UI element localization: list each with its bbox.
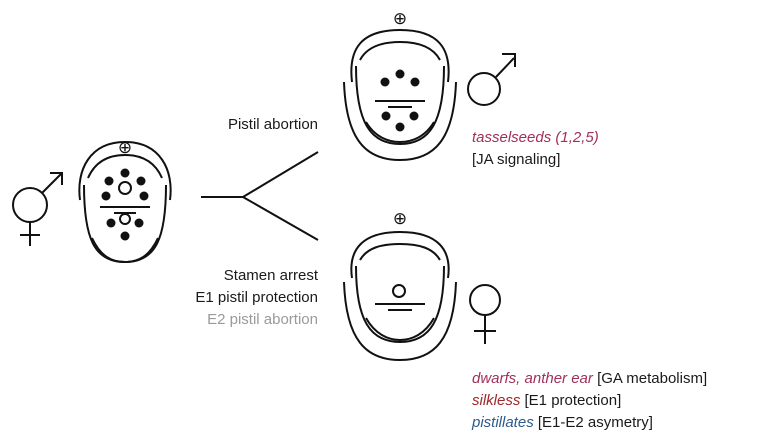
inner-arc-bottom: [92, 238, 158, 262]
stamen-dot: [411, 78, 420, 87]
stamen-dot: [121, 169, 130, 178]
stamen-arrest-label: Stamen arrest: [224, 266, 318, 286]
stamen-dot: [121, 232, 130, 241]
hermaphrodite-icon: [13, 173, 62, 246]
stamen-dot: [102, 192, 111, 201]
axis-symbol: ⊕: [393, 209, 407, 229]
female-flower-diagram: ⊕: [344, 209, 456, 360]
inner-lemma-top: [360, 244, 440, 260]
stamen-dot: [410, 112, 419, 121]
ga-metabolism-label: [GA metabolism]: [593, 370, 707, 387]
pistil-circle-lower: [120, 214, 130, 224]
inner-arc-bottom: [366, 318, 434, 340]
axis-symbol: ⊕: [393, 9, 407, 29]
stamen-dot: [382, 112, 391, 121]
inner-lemma-top: [360, 42, 440, 60]
silkless-gene: silkless: [472, 392, 520, 409]
stamen-dot: [105, 177, 114, 186]
female-icon: [470, 285, 500, 344]
pistil-abortion-label: Pistil abortion: [228, 115, 318, 135]
e1-protection-label: [E1 protection]: [520, 392, 621, 409]
female-gene-row: silkless [E1 protection]: [472, 391, 621, 411]
stamen-dot: [140, 192, 149, 201]
branch-arrow: [201, 152, 318, 240]
dwarfs-anther-ear-gene: dwarfs, anther ear: [472, 370, 593, 387]
e1-e2-asymmetry-label: [E1-E2 asymetry]: [534, 414, 653, 431]
female-gene-row: dwarfs, anther ear [GA metabolism]: [472, 369, 707, 389]
pistil-circle: [393, 285, 405, 297]
pistil-circle: [119, 182, 131, 194]
outer-lemma-top: [351, 232, 448, 278]
e2-pistil-abortion-label: E2 pistil abortion: [207, 310, 318, 330]
e1-pistil-protection-label: E1 pistil protection: [195, 288, 318, 308]
male-icon: [468, 54, 515, 105]
ja-signaling-label: [JA signaling]: [472, 150, 560, 170]
stamen-dot: [137, 177, 146, 186]
stamen-dot: [135, 219, 144, 228]
pistillates-gene: pistillates: [472, 414, 534, 431]
stamen-dot: [396, 123, 405, 132]
male-flower-diagram: ⊕: [344, 9, 456, 160]
tasselseeds-gene-label: tasselseeds (1,2,5): [472, 128, 599, 148]
outer-arc-bottom: [344, 82, 456, 160]
hermaphrodite-flower-diagram: ⊕: [79, 138, 170, 262]
stamen-dot: [396, 70, 405, 79]
female-gene-row: pistillates [E1-E2 asymetry]: [472, 413, 653, 433]
stamen-dot: [107, 219, 116, 228]
outer-arc-bottom: [344, 282, 456, 360]
stamen-dot: [381, 78, 390, 87]
